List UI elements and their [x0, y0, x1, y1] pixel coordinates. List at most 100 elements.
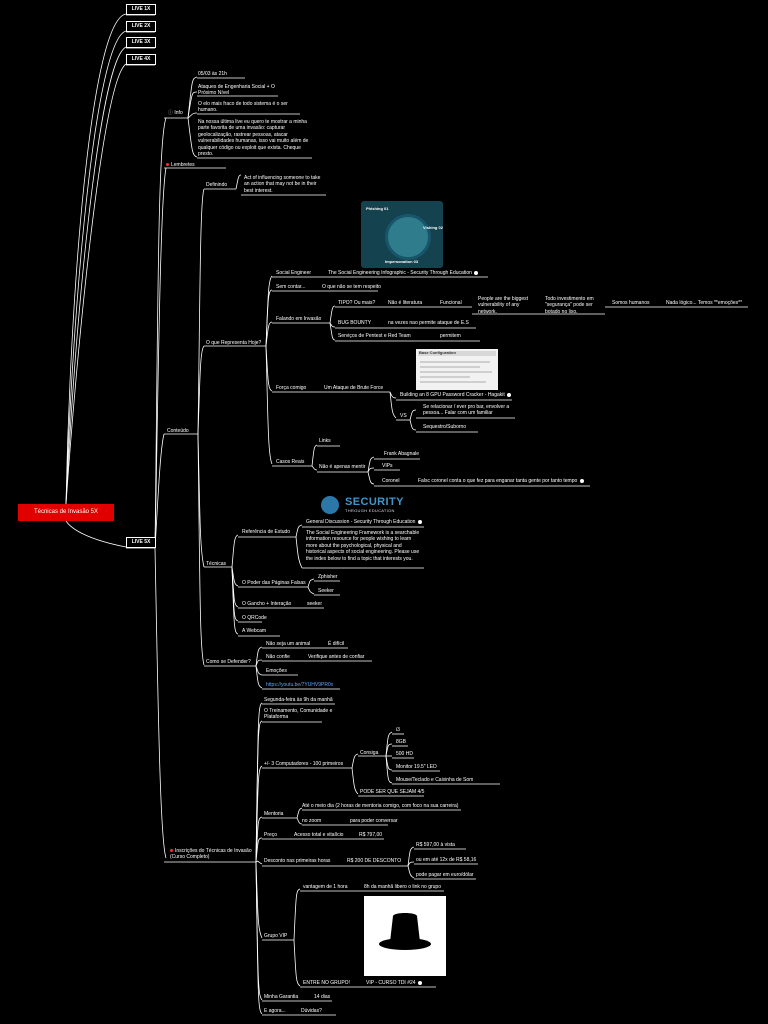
segunda-node[interactable]: Segunda-feira às 9h da manhã [264, 697, 333, 703]
framework-text: The Social Engineering Framework is a se… [306, 530, 422, 562]
nao-apenas-node[interactable]: Não é apenas mentir [319, 464, 365, 470]
definindo-node[interactable]: Definindo [206, 182, 227, 188]
pode-pagar-node: pode pagar em euro/dólar [416, 872, 474, 878]
screenshot-row [420, 376, 470, 378]
password-cracker-screenshot[interactable]: Base Configuration [416, 349, 498, 390]
screenshot-row [420, 371, 492, 373]
live-2x-node[interactable]: LIVE 2X [126, 21, 156, 32]
pode-ser-node: PODE SER QUE SEJAM 4/5 [360, 789, 424, 795]
mentoria-value: Até o meio dia (2 horas de mentoria comi… [302, 803, 458, 809]
spec-item-3: 500 HD [396, 751, 413, 757]
qrcode-node[interactable]: O QRCode [242, 615, 267, 621]
screenshot-row [420, 381, 486, 383]
computadores-node[interactable]: +/- 3 Computadores - 100 primeiros [264, 761, 343, 767]
live-1x-node[interactable]: LIVE 1X [126, 4, 156, 15]
link-icon [580, 479, 584, 483]
logo-subtitle: THROUGH EDUCATION [345, 508, 395, 513]
grupo-vip-node[interactable]: Grupo VIP [264, 933, 287, 939]
falando-node[interactable]: Falando em Invasão [276, 316, 321, 322]
zphisher-node[interactable]: Zphisher [318, 574, 337, 580]
seeker-node[interactable]: Seeker [318, 588, 334, 594]
coronel-node[interactable]: Coronel [382, 478, 400, 484]
garantia-node[interactable]: Minha Garantia [264, 994, 298, 1000]
poder-node[interactable]: O Poder das Páginas Falsas [242, 580, 306, 586]
frank-node[interactable]: Frank Abagnale [384, 451, 419, 457]
desconto-node[interactable]: Desconto nas primeiras horas [264, 858, 330, 864]
vips-node[interactable]: VIPs [382, 463, 393, 469]
funcional-node[interactable]: Funcional [440, 300, 462, 306]
forca-node[interactable]: Força comigo [276, 385, 306, 391]
tecnicas-node[interactable]: Técnicas [206, 561, 226, 567]
live-5x-node[interactable]: LIVE 5X [126, 537, 156, 548]
infographic-image[interactable]: Phishing 01 Vishing 02 Impersonation 03 [361, 201, 443, 268]
building-link[interactable]: Building an 8 GPU Password Cracker - Hag… [400, 392, 511, 398]
webcam-node[interactable]: A Webcam [242, 628, 266, 634]
infographic-link-text: The Social Engineering Infographic - Sec… [328, 270, 472, 276]
definition-text: Act of influencing someone to take an ac… [244, 175, 326, 194]
seeker-2-node[interactable]: seeker [307, 601, 322, 607]
para-poder-node: para poder conversar [350, 818, 398, 824]
link-icon [474, 271, 478, 275]
desconto-value: R$ 200 DE DESCONTO [347, 858, 401, 864]
vip-group-link[interactable]: VIP - CURSO TDI #24 [366, 980, 422, 986]
ataque-node[interactable]: Um Ataque de Brute Force [324, 385, 383, 391]
lembretes-label: Lembretes [171, 162, 195, 168]
parcelado-node: ou em até 12x de R$ 58,16 [416, 857, 476, 863]
sequestro-node[interactable]: Sequestro/Suborno [423, 424, 466, 430]
info-node[interactable]: ⓘ Info [168, 110, 183, 116]
links-node[interactable]: Links [319, 438, 331, 444]
falsc-link[interactable]: Falsc coronel conta o que fez para engan… [418, 478, 584, 484]
casos-node[interactable]: Casos Reais [276, 459, 304, 465]
info-label: Info [174, 110, 182, 116]
vip-group-link-text: VIP - CURSO TDI #24 [366, 980, 416, 986]
social-engineer-node[interactable]: Social Engineer [276, 270, 311, 276]
entre-no-grupo-node[interactable]: ENTRE NO GRUPO! [303, 980, 350, 986]
graphic-label-2: Vishing 02 [423, 225, 443, 230]
general-discussion-link[interactable]: General Discussion - Security Through Ed… [306, 519, 422, 525]
nao-literatura-node[interactable]: Não é literatura [388, 300, 422, 306]
treinamento-node[interactable]: O Treinamento, Comunidade e Plataforma [264, 708, 338, 721]
nao-seja-node[interactable]: Não seja um animal [266, 641, 310, 647]
spec-item-1: i3 [396, 727, 400, 733]
tipo-node[interactable]: TIPO? Ou mais? [338, 300, 375, 306]
vantagem-node: vantagem de 1 hora [303, 884, 347, 890]
spec-item-5: Mouse/Teclado e Caixinha de Som [396, 777, 473, 783]
conteudo-node[interactable]: Conteúdo [167, 428, 189, 434]
emocoes-node[interactable]: Emoções [266, 668, 287, 674]
youtube-link[interactable]: https://youtu.be/7YUHV9PR0x [266, 682, 333, 688]
spec-item-4: Monitor 19.5" LED [396, 764, 437, 770]
live-4x-node[interactable]: LIVE 4X [126, 54, 156, 65]
somos-node[interactable]: Somos humanos [612, 300, 650, 306]
defender-node[interactable]: Como se Defender? [206, 659, 251, 665]
info-desc-2: Na nossa última live eu quero te mostrar… [198, 119, 310, 157]
preco-node[interactable]: Preço [264, 832, 277, 838]
infographic-disc [385, 214, 431, 260]
infographic-link[interactable]: The Social Engineering Infographic - Sec… [328, 270, 478, 276]
verifique-node: Verifique antes de confiar [308, 654, 364, 660]
e-agora-node[interactable]: E agora... [264, 1008, 286, 1014]
info-subject: Ataques de Engenharia Social + O Próximo… [198, 84, 276, 97]
root-node[interactable]: Técnicas de Invasão 5X [18, 504, 114, 521]
gancho-node[interactable]: O Gancho + Interação [242, 601, 291, 607]
nada-logico-node[interactable]: Nada lógico... Temos **emoções** [666, 300, 742, 306]
consiga-node[interactable]: Consiga [360, 750, 378, 756]
link-icon [507, 393, 511, 397]
lembretes-node[interactable]: Lembretes [166, 162, 195, 168]
mentoria-node[interactable]: Mentoria [264, 811, 283, 817]
servicos-node[interactable]: Serviços de Pentest e Red Team [338, 333, 411, 339]
link-icon [418, 981, 422, 985]
no-zoom-node: no zoom [302, 818, 321, 824]
oque-representa-node[interactable]: O que Representa Hoje? [206, 340, 261, 346]
live-3x-node[interactable]: LIVE 3X [126, 37, 156, 48]
referencia-node[interactable]: Referência de Estudo [242, 529, 290, 535]
nao-confie-node[interactable]: Não confie [266, 654, 290, 660]
vip-group-image[interactable] [364, 896, 446, 976]
vs-node: VS [400, 413, 407, 419]
spec-item-2: 8GB [396, 739, 406, 745]
se-relacionar-text: Se relacionar / ever pro bar, envolver a… [423, 404, 517, 417]
sem-contar-node[interactable]: Sem contar... [276, 284, 305, 290]
duvidas-node: Dúvidas? [301, 1008, 322, 1014]
inscricoes-node[interactable]: Inscrições do Técnicas de Invasão (Curso… [170, 848, 256, 861]
bug-bounty-node[interactable]: BUG BOUNTY [338, 320, 371, 326]
dificil-node: É difícil [328, 641, 344, 647]
